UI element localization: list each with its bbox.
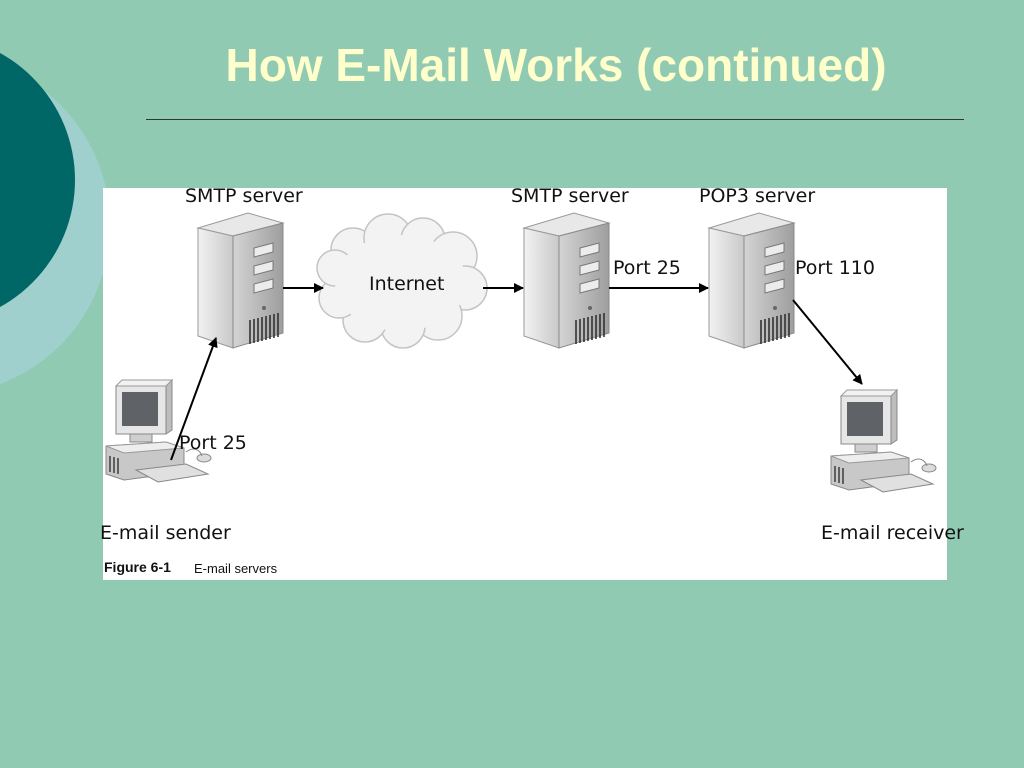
receiver-label: E-mail receiver: [821, 522, 964, 544]
edge-label-port-25-sender: Port 25: [179, 432, 247, 454]
figure-caption-text: E-mail servers: [194, 561, 278, 576]
smtp-server-2-label: SMTP server: [511, 185, 629, 207]
smtp-server-1-label: SMTP server: [185, 185, 303, 207]
edge-label-port-25-smtp: Port 25: [613, 257, 681, 279]
edge-label-port-110: Port 110: [795, 257, 875, 279]
title-divider: [146, 119, 964, 120]
internet-label: Internet: [369, 273, 445, 295]
diagram-svg: [105, 212, 937, 493]
cloud-fill: [335, 235, 467, 331]
server-tower-icon: [197, 212, 284, 349]
arrow-sender-to-smtp: [170, 337, 218, 461]
server-tower-icon: [708, 212, 795, 349]
desktop-computer-icon: [830, 389, 937, 493]
decorative-circles: [0, 0, 110, 420]
server-tower-icon: [523, 212, 610, 349]
diagram-figure: SMTP server Internet SMTP server POP3 se…: [100, 185, 964, 580]
figure-caption-number: Figure 6-1: [104, 559, 171, 575]
arrow-pop3-to-receiver: [792, 299, 863, 385]
slide-title: How E-Mail Works (continued): [225, 39, 887, 91]
deco-circle-dark: [0, 53, 75, 307]
pop3-server-label: POP3 server: [699, 185, 816, 207]
sender-label: E-mail sender: [100, 522, 231, 544]
